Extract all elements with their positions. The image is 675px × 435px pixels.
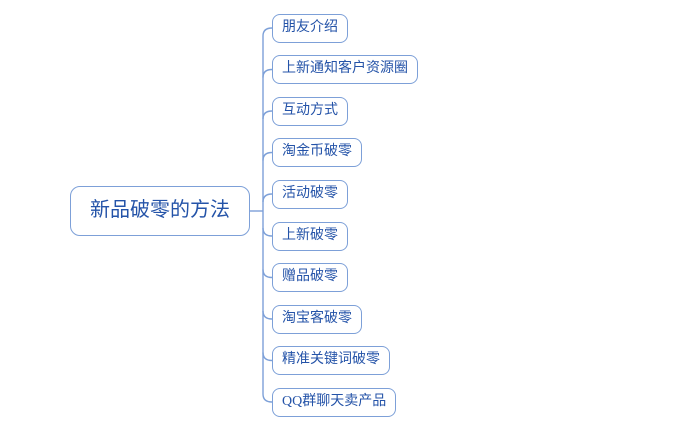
branch-node[interactable]: 淘宝客破零 xyxy=(272,304,362,334)
branch-node[interactable]: 上新破零 xyxy=(272,221,348,251)
branch-node[interactable]: 精准关键词破零 xyxy=(272,346,390,375)
branch-node[interactable]: QQ群聊天卖产品 xyxy=(272,387,397,417)
branch-node[interactable]: 活动破零 xyxy=(272,179,348,209)
branch-node[interactable]: 上新通知客户资源圈 xyxy=(272,55,418,84)
root-topic-node[interactable]: 新品破零的方法 xyxy=(70,186,250,236)
branch-node[interactable]: 互动方式 xyxy=(272,96,348,126)
branch-node[interactable]: 赠品破零 xyxy=(272,263,348,292)
branch-node[interactable]: 朋友介绍 xyxy=(272,13,348,43)
branch-node[interactable]: 淘金币破零 xyxy=(272,138,362,167)
